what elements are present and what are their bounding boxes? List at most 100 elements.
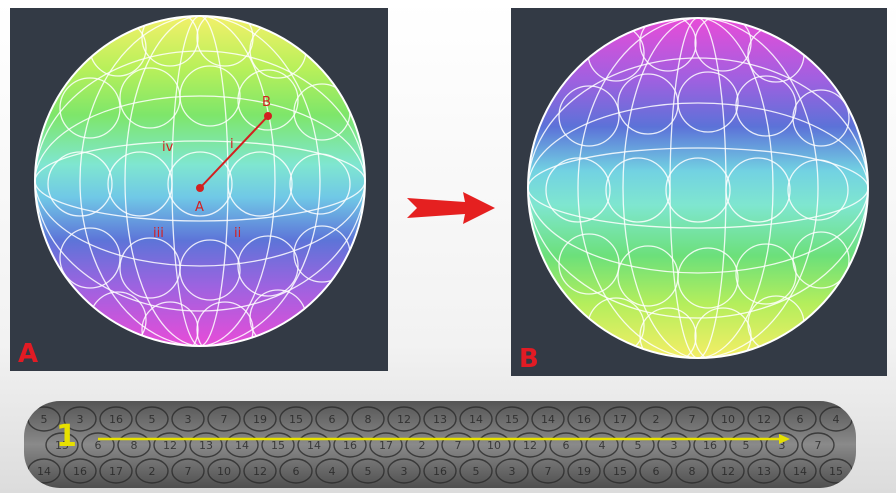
strip-cell-number: 14 <box>307 439 321 452</box>
strip-cell-number: 7 <box>221 413 228 426</box>
strip-cell <box>387 458 421 484</box>
strip-cell-number: 6 <box>653 465 660 478</box>
strip-cell-number: 10 <box>217 465 231 478</box>
label-region-i: i <box>230 137 234 152</box>
strip-cell <box>495 406 529 432</box>
strip-cell <box>765 432 799 458</box>
strip-cell-number: 15 <box>613 465 627 478</box>
strip-cell-number: 14 <box>235 439 249 452</box>
strip-cell-number: 5 <box>41 413 48 426</box>
strip-cell <box>369 432 403 458</box>
strip-cell <box>621 432 655 458</box>
strip-cell <box>819 458 853 484</box>
strip-cell <box>783 458 817 484</box>
strip-cell-number: 17 <box>379 439 393 452</box>
strip-cell-number: 19 <box>253 413 267 426</box>
point-b-marker <box>264 112 272 120</box>
strip-cell-number: 3 <box>671 439 678 452</box>
strip-cell <box>603 458 637 484</box>
strip-cell-number: 14 <box>541 413 555 426</box>
strip-cell-number: 13 <box>757 465 771 478</box>
strip-cell <box>27 406 61 432</box>
strip-cell-number: 8 <box>131 439 138 452</box>
strip-cell-number: 2 <box>149 465 156 478</box>
strip-cell <box>171 406 205 432</box>
strip-cell <box>315 406 349 432</box>
strip-cell <box>135 458 169 484</box>
sphere-a-graphic: A B i ii iii iv <box>34 15 366 347</box>
strip-cell <box>675 406 709 432</box>
strip-cell-number: 15 <box>271 439 285 452</box>
strip-cell <box>639 458 673 484</box>
strip-cell <box>441 432 475 458</box>
strip-cell-number: 2 <box>653 413 660 426</box>
strip-cell <box>711 458 745 484</box>
strip-cell-number: 4 <box>329 465 336 478</box>
strip-cell-number: 8 <box>365 413 372 426</box>
strip-cell <box>81 432 115 458</box>
strip-cell-number: 5 <box>743 439 750 452</box>
strip-cell-number: 17 <box>613 413 627 426</box>
strip-cell <box>477 432 511 458</box>
strip-cell-number: 6 <box>563 439 570 452</box>
strip-cell <box>261 432 295 458</box>
strip-cell <box>279 458 313 484</box>
strip-cell <box>531 458 565 484</box>
strip-cell-number: 13 <box>433 413 447 426</box>
strip-cell-number: 4 <box>599 439 606 452</box>
strip-cell <box>405 432 439 458</box>
strip-cell-number: 16 <box>109 413 123 426</box>
strip-cell-number: 3 <box>185 413 192 426</box>
strip-cell <box>27 458 61 484</box>
strip-cell-number: 16 <box>73 465 87 478</box>
sphere-panel-a: A B i ii iii iv A <box>10 8 388 371</box>
strip-cell <box>423 406 457 432</box>
strip-cell-number: 17 <box>109 465 123 478</box>
strip-cell <box>495 458 529 484</box>
strip-cell-number: 12 <box>721 465 735 478</box>
strip-cell-number: 12 <box>523 439 537 452</box>
strip-cell <box>279 406 313 432</box>
panel-letter-b: B <box>519 344 539 374</box>
strip-cell <box>189 432 223 458</box>
strip-cell-number: 6 <box>329 413 336 426</box>
strip-cell <box>207 406 241 432</box>
strip-cell-number: 12 <box>163 439 177 452</box>
strip-cell <box>567 458 601 484</box>
strip-cell <box>549 432 583 458</box>
label-region-ii: ii <box>234 226 241 241</box>
strip-cell <box>45 432 79 458</box>
strip-cell <box>675 458 709 484</box>
strip-cell <box>117 432 151 458</box>
strip-cell-number: 5 <box>149 413 156 426</box>
strip-cell <box>315 458 349 484</box>
strip-cell-number: 16 <box>703 439 717 452</box>
sphere-panel-b: B <box>511 8 887 376</box>
strip-cell <box>225 432 259 458</box>
strip-cell <box>585 432 619 458</box>
strip-cell <box>693 432 727 458</box>
panel-letter-a: A <box>18 339 39 369</box>
strip-cell <box>459 458 493 484</box>
strip-cell <box>639 406 673 432</box>
label-region-iii: iii <box>153 226 164 241</box>
strip-cell-number: 5 <box>635 439 642 452</box>
transition-arrow-icon <box>407 192 495 224</box>
strip-cell-number: 5 <box>473 465 480 478</box>
strip-cell <box>711 406 745 432</box>
strip-cell <box>351 458 385 484</box>
strip-cell-number: 3 <box>509 465 516 478</box>
strip-cell <box>747 406 781 432</box>
strip-cell-number: 13 <box>199 439 213 452</box>
strip-cell-number: 15 <box>289 413 303 426</box>
strip-cell <box>783 406 817 432</box>
strip-cell <box>657 432 691 458</box>
strip-cell-number: 4 <box>833 413 840 426</box>
strip-cell <box>819 406 853 432</box>
strip-direction-arrow <box>98 434 790 444</box>
strip-cell <box>513 432 547 458</box>
strip-cell-number: 12 <box>757 413 771 426</box>
strip-cell-number: 3 <box>77 413 84 426</box>
strip-cell <box>801 432 835 458</box>
